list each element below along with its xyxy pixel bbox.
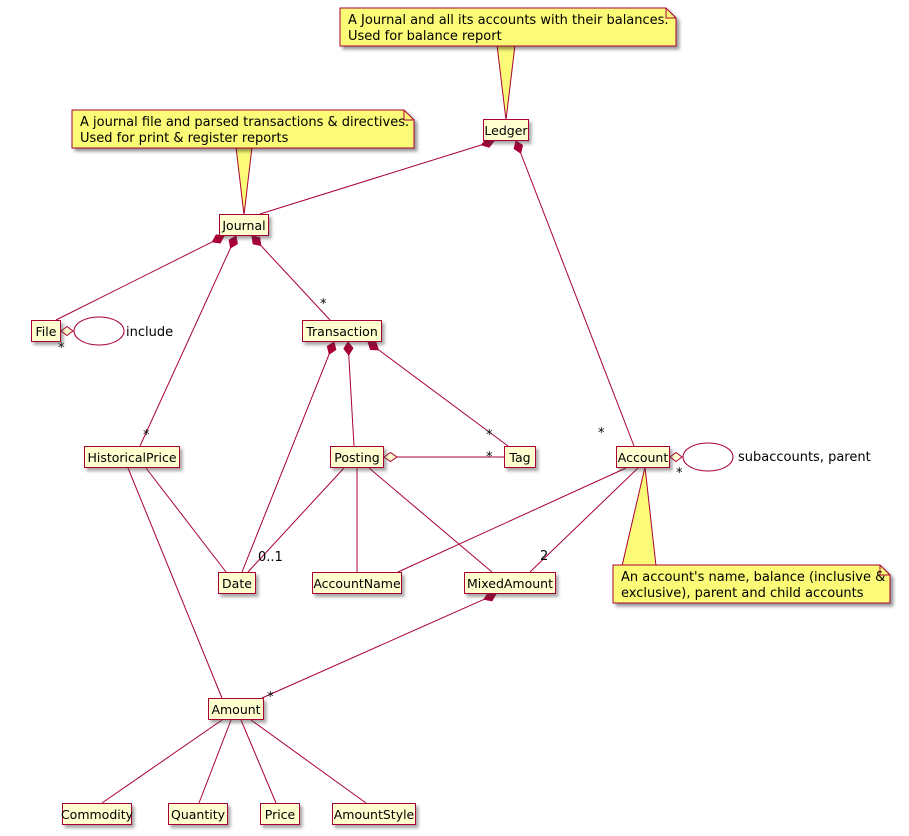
class-box-historicalprice: HistoricalPrice xyxy=(84,446,180,468)
uml-composition-diamond xyxy=(251,235,262,247)
class-name: Price xyxy=(264,806,296,822)
class-name: Ledger xyxy=(484,122,528,138)
edge-Journal-File xyxy=(55,241,213,321)
class-box-quantity: Quantity xyxy=(168,803,228,825)
edge-Ledger-Account xyxy=(520,152,635,447)
class-name: Transaction xyxy=(306,323,378,339)
note-ledger xyxy=(339,7,677,47)
class-name: Tag xyxy=(509,449,531,465)
loop-label: subaccounts, parent xyxy=(738,450,871,465)
edge-Transaction-Date xyxy=(241,353,330,573)
uml-composition-diamond xyxy=(211,234,225,244)
class-box-posting: Posting xyxy=(330,446,384,468)
uml-composition-diamond xyxy=(367,341,380,351)
class-name: Amount xyxy=(211,701,261,717)
note-account xyxy=(612,564,891,604)
multiplicity-label: * xyxy=(486,428,493,443)
note-journal-text-line: A journal file and parsed transactions &… xyxy=(80,115,409,130)
uml-aggregation-diamond xyxy=(383,451,398,463)
multiplicity-label: * xyxy=(320,297,327,312)
multiplicity-label: * xyxy=(486,450,493,465)
class-box-commodity: Commodity xyxy=(60,803,134,825)
edge-Journal-HistoricalPrice xyxy=(139,247,232,447)
class-box-tag: Tag xyxy=(504,446,536,468)
class-box-amountstyle: AmountStyle xyxy=(332,803,416,825)
edge-Transaction-Posting xyxy=(348,354,355,447)
class-box-price: Price xyxy=(260,803,300,825)
class-box-amount: Amount xyxy=(208,698,264,720)
multiplicity-label: 2 xyxy=(540,549,548,564)
class-box-ledger: Ledger xyxy=(483,119,529,141)
loop-label: include xyxy=(126,325,173,340)
edge-Ledger-Journal xyxy=(259,144,482,215)
multiplicity-label: * xyxy=(143,428,150,443)
class-name: Posting xyxy=(334,449,380,465)
multiplicity-label: * xyxy=(58,341,65,356)
note-account-tail xyxy=(621,466,657,567)
edge-Posting-MixedAmount xyxy=(368,467,493,573)
edge-Posting-Date xyxy=(247,467,345,573)
edge-Transaction-Tag xyxy=(378,349,509,447)
class-name: HistoricalPrice xyxy=(87,449,177,465)
note-ledger-text-line: Used for balance report xyxy=(348,29,502,44)
uml-aggregation-diamond xyxy=(60,325,74,337)
class-name: File xyxy=(35,323,57,339)
uml-composition-diamond xyxy=(326,341,337,355)
class-name: Account xyxy=(617,449,669,465)
edge-Journal-Transaction xyxy=(260,245,331,321)
edge-Account-MixedAmount xyxy=(529,467,639,573)
edge-Amount-Price xyxy=(240,719,277,804)
class-name: AmountStyle xyxy=(333,806,415,822)
class-box-date: Date xyxy=(218,572,256,594)
class-box-transaction: Transaction xyxy=(302,320,382,342)
edge-Account-AccountName xyxy=(397,467,627,573)
note-journal xyxy=(71,109,415,149)
edge-HistoricalPrice-Amount xyxy=(127,467,223,699)
note-account-fold-corner xyxy=(879,565,890,576)
class-name: MixedAmount xyxy=(466,575,554,591)
class-box-accountname: AccountName xyxy=(312,572,402,594)
note-ledger-text-line: A Journal and all its accounts with thei… xyxy=(348,13,669,28)
edge-Amount-Commodity xyxy=(101,719,223,804)
class-name: Commodity xyxy=(60,806,134,822)
class-box-account: Account xyxy=(616,446,670,468)
multiplicity-label: * xyxy=(267,690,274,705)
note-account-text-line: An account's name, balance (inclusive & xyxy=(621,570,885,585)
multiplicity-label: * xyxy=(598,426,605,441)
self-loop-File xyxy=(73,316,125,346)
class-box-journal: Journal xyxy=(219,214,269,236)
note-journal-fold-corner xyxy=(403,110,414,121)
edge-HistoricalPrice-Date xyxy=(145,467,227,573)
uml-aggregation-diamond xyxy=(669,451,683,463)
class-name: AccountName xyxy=(313,575,401,591)
uml-composition-diamond xyxy=(228,235,238,249)
note-account-text-line: exclusive), parent and child accounts xyxy=(621,586,864,601)
edge-Amount-Quantity xyxy=(198,719,232,804)
self-loop-Account xyxy=(682,442,734,472)
edge-Amount-AmountStyle xyxy=(250,719,367,804)
multiplicity-label: * xyxy=(676,466,683,481)
note-ledger-fold-corner xyxy=(665,8,676,19)
multiplicity-label: 0..1 xyxy=(258,550,283,565)
class-box-file: File xyxy=(31,320,61,342)
note-journal-text-line: Used for print & register reports xyxy=(80,131,289,146)
edge-MixedAmount-Amount xyxy=(261,598,485,699)
class-box-mixedamount: MixedAmount xyxy=(464,572,556,594)
uml-composition-diamond xyxy=(343,341,354,356)
class-name: Quantity xyxy=(170,806,226,822)
note-ledger-tail xyxy=(496,44,516,121)
class-name: Journal xyxy=(222,217,266,233)
class-name: Date xyxy=(222,575,252,591)
uml-composition-diamond xyxy=(513,140,524,154)
note-journal-tail xyxy=(235,146,253,216)
